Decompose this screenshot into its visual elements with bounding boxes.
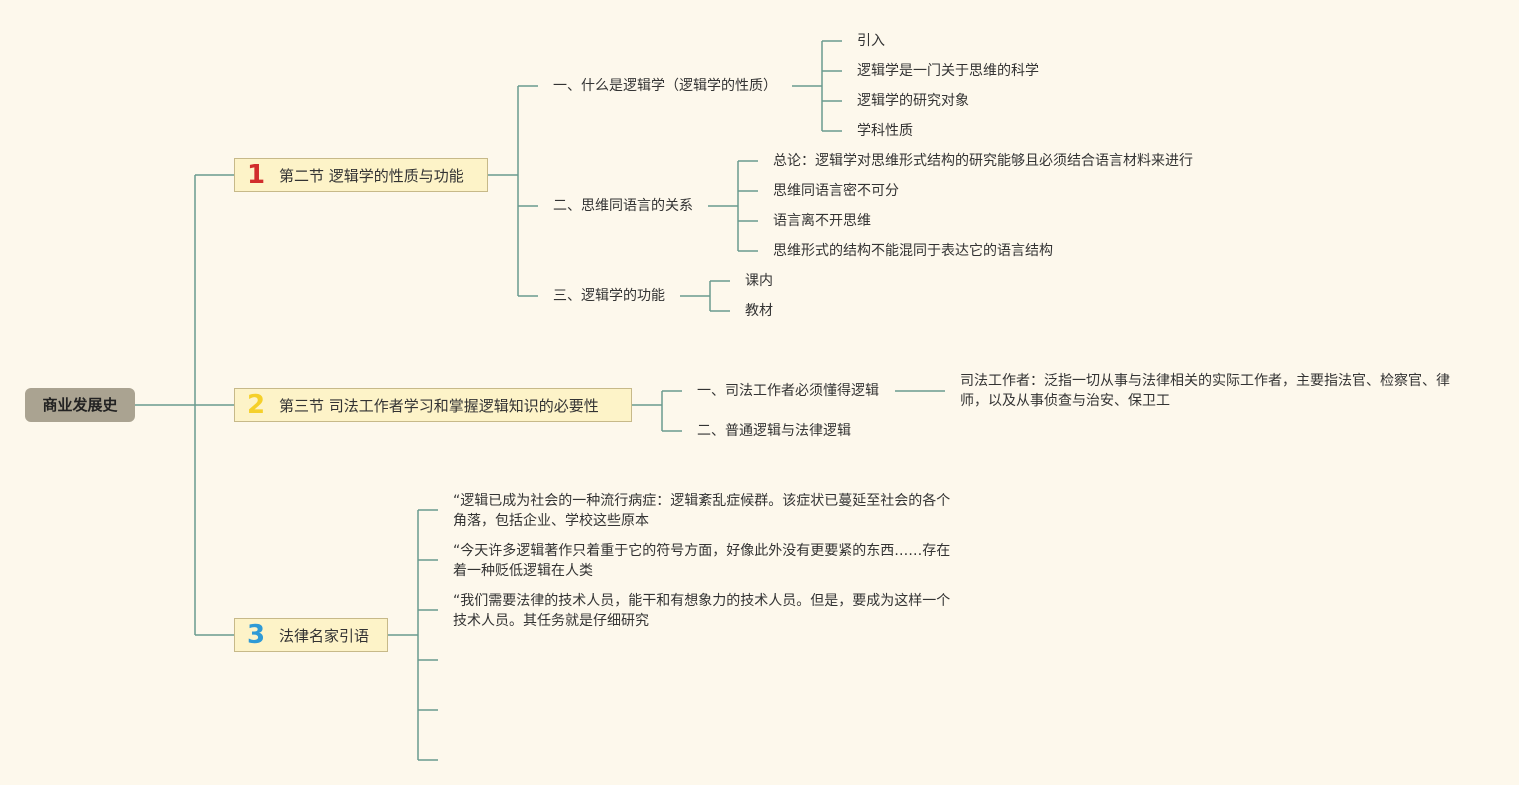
leaf-node[interactable]: 课内: [745, 273, 773, 289]
leaf-node[interactable]: 引入: [857, 33, 885, 49]
root-node[interactable]: 商业发展史: [25, 388, 135, 422]
number-three-icon: 3: [246, 620, 266, 650]
section-node-2[interactable]: 2 第三节 司法工作者学习和掌握逻辑知识的必要性: [234, 388, 632, 422]
leaf-node[interactable]: 教材: [745, 303, 773, 319]
section-node-1[interactable]: 1 第二节 逻辑学的性质与功能: [234, 158, 488, 192]
section-title: 第三节 司法工作者学习和掌握逻辑知识的必要性: [279, 396, 599, 415]
leaf-node[interactable]: 总论：逻辑学对思维形式结构的研究能够且必须结合语言材料来进行: [773, 153, 1193, 169]
quote-node[interactable]: “我们需要法律的技术人员，能干和有想象力的技术人员。但是，要成为这样一个技术人员…: [453, 593, 951, 629]
leaf-node[interactable]: 学科性质: [857, 123, 913, 139]
number-one-icon: 1: [246, 160, 266, 190]
leaf-node[interactable]: 语言离不开思维: [773, 213, 871, 229]
leaf-node[interactable]: 逻辑学的研究对象: [857, 93, 969, 109]
quote-node[interactable]: “今天许多逻辑著作只着重于它的符号方面，好像此外没有更要紧的东西……存在着一种贬…: [453, 543, 951, 579]
topic-node[interactable]: 一、司法工作者必须懂得逻辑: [697, 383, 879, 399]
leaf-node[interactable]: 思维同语言密不可分: [773, 183, 899, 199]
section-title: 法律名家引语: [279, 626, 370, 645]
topic-node[interactable]: 二、普通逻辑与法律逻辑: [697, 423, 851, 439]
topic-node[interactable]: 三、逻辑学的功能: [553, 288, 665, 304]
section-node-3[interactable]: 3 法律名家引语: [234, 618, 388, 652]
leaf-node[interactable]: 逻辑学是一门关于思维的科学: [857, 63, 1039, 79]
topic-node[interactable]: 一、什么是逻辑学（逻辑学的性质）: [553, 78, 777, 94]
leaf-node[interactable]: 司法工作者：泛指一切从事与法律相关的实际工作者，主要指法官、检察官、律师，以及从…: [960, 373, 1450, 409]
section-title: 第二节 逻辑学的性质与功能: [279, 166, 464, 185]
leaf-node[interactable]: 思维形式的结构不能混同于表达它的语言结构: [773, 243, 1053, 259]
number-two-icon: 2: [246, 390, 266, 420]
quote-node[interactable]: “逻辑已成为社会的一种流行病症：逻辑紊乱症候群。该症状已蔓延至社会的各个角落，包…: [453, 493, 951, 529]
topic-node[interactable]: 二、思维同语言的关系: [553, 198, 693, 214]
